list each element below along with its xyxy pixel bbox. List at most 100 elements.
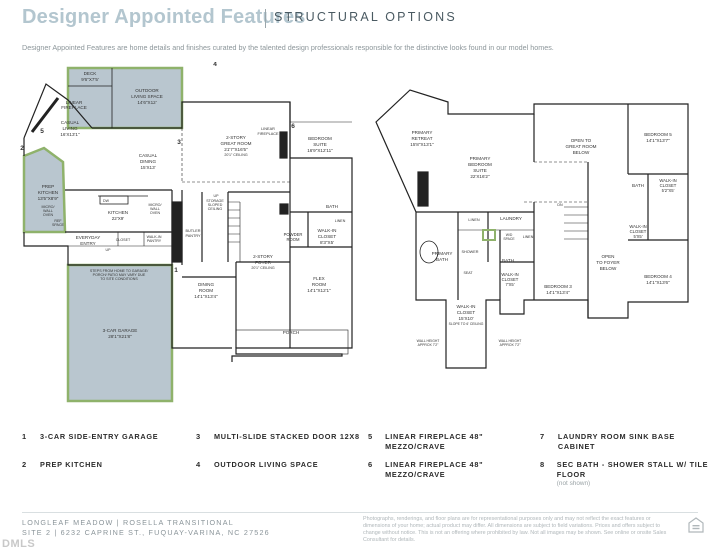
legend-note: (not shown) [556, 480, 591, 487]
label-wall-height-b: WALL HEIGHT [499, 339, 522, 343]
marker-3: 3 [177, 139, 181, 146]
svg-text:TO FOYER: TO FOYER [596, 260, 620, 265]
label-linen-left: LINEN [335, 219, 346, 223]
label-dining-room: DINING [198, 282, 215, 287]
label-up-entry: UP [106, 248, 112, 252]
label-steps-note: STEPS FROM HOME TO GARAGE/ [90, 269, 148, 273]
equal-housing-icon [688, 517, 704, 533]
svg-text:21'7"X16'5": 21'7"X16'5" [224, 147, 248, 152]
label-shower: SHOWER [461, 250, 478, 254]
legend-item-4: 4 OUTDOOR LIVING SPACE [196, 460, 319, 469]
floor-plans: DECK 9'6"X7'5' OUTDOOR LIVING SPACE 14'6… [18, 62, 708, 412]
svg-text:CLOSET: CLOSET [318, 234, 337, 239]
svg-text:SUITE: SUITE [313, 142, 327, 147]
watermark: DMLS [2, 538, 36, 550]
svg-text:14'1"X13'4": 14'1"X13'4" [546, 290, 570, 295]
label-bedroom5: BEDROOM 5 [644, 132, 672, 137]
label-butler-pantry: BUTLER [186, 229, 201, 233]
legend-item-6: 6 LINEAR FIREPLACE 48" MEZZO/CRAVE [368, 460, 484, 479]
svg-text:KITCHEN: KITCHEN [38, 190, 58, 195]
label-linen-right: LINEN [468, 218, 479, 222]
svg-text:LIVING SPACE: LIVING SPACE [131, 94, 163, 99]
label-walkin-right-a: WALK-IN [659, 178, 676, 183]
legend-item-3: 3 MULTI-SLIDE STACKED DOOR 12X8 [196, 432, 360, 441]
label-dw: DW [103, 199, 110, 203]
marker-5: 5 [40, 128, 44, 135]
svg-text:CLOSET: CLOSET [457, 310, 476, 315]
label-walkin-pantry: WALK-IN [147, 235, 162, 239]
svg-text:14'1"X12'1": 14'1"X12'1" [307, 288, 331, 293]
legend-item-8: 8 SEC BATH - SHOWER STALL W/ TILE FLOOR … [540, 460, 712, 489]
svg-text:14'6"X12': 14'6"X12' [137, 100, 156, 105]
svg-text:RETREAT: RETREAT [411, 136, 432, 141]
label-open-great-room: OPEN TO [571, 138, 592, 143]
svg-text:13'5"X8'9": 13'5"X8'9" [38, 196, 59, 201]
svg-text:WALL: WALL [150, 207, 160, 211]
label-bedroom3: BEDROOM 3 [544, 284, 572, 289]
legend-item-2: 2 PREP KITCHEN [22, 460, 103, 469]
svg-text:22'X9': 22'X9' [112, 216, 125, 221]
label-primary-suite: PRIMARY [470, 156, 491, 161]
svg-text:WALL: WALL [43, 209, 53, 213]
label-everyday-entry: EVERYDAY [76, 235, 101, 240]
svg-text:16'9"X12'11": 16'9"X12'11" [307, 148, 333, 153]
label-walkin-right-c: WALK-IN [501, 272, 518, 277]
garage-area [66, 263, 174, 403]
label-storage: STORAGE [206, 199, 224, 203]
floor-plans-svg: DECK 9'6"X7'5' OUTDOOR LIVING SPACE 14'6… [20, 62, 689, 403]
svg-text:22'X16'2": 22'X16'2" [470, 174, 490, 179]
label-powder-room: POWDER [284, 232, 303, 237]
svg-text:APPROX 7'2": APPROX 7'2" [500, 343, 521, 347]
svg-text:SLOPE TO 6' CEILING: SLOPE TO 6' CEILING [449, 322, 484, 326]
svg-text:ROOM: ROOM [286, 237, 300, 242]
svg-text:15'X10': 15'X10' [458, 316, 473, 321]
footer-address: LONGLEAF MEADOW | ROSELLA TRANSITIONAL S… [22, 518, 270, 537]
svg-text:FIREPLACE: FIREPLACE [61, 105, 87, 110]
label-linen-right-b: LINEN [523, 235, 534, 239]
svg-text:PORCH/ PATIO MAY VARY DUE: PORCH/ PATIO MAY VARY DUE [93, 273, 146, 277]
label-outdoor-living: OUTDOOR [135, 88, 159, 93]
svg-text:15'X13': 15'X13' [140, 165, 155, 170]
page-description: Designer Appointed Features are home det… [22, 43, 554, 52]
label-laundry: LAUNDRY [500, 216, 522, 221]
label-ref-space: REF [54, 219, 62, 223]
label-garage: 3-CAR GARAGE [103, 328, 138, 333]
marker-2: 2 [20, 145, 24, 152]
label-wd-space: W/D [506, 233, 513, 237]
label-bath-right-a: BATH [632, 183, 644, 188]
footer-divider [22, 512, 698, 513]
label-primary-bath: PRIMARY [432, 251, 453, 256]
svg-text:14'1"X13'6": 14'1"X13'6" [646, 280, 670, 285]
label-bedroom4: BEDROOM 4 [644, 274, 672, 279]
svg-text:7'X5': 7'X5' [505, 282, 514, 287]
svg-text:SPACE: SPACE [52, 223, 65, 227]
label-flex-room: FLEX [313, 276, 325, 281]
svg-text:BELOW: BELOW [573, 150, 590, 155]
header: Designer Appointed Features STRUCTURAL O… [22, 6, 712, 58]
page-title: Designer Appointed Features [22, 6, 306, 28]
svg-text:14'1"X13'4": 14'1"X13'4" [194, 294, 218, 299]
label-bedroom-suite: BEDROOM [308, 136, 332, 141]
svg-text:5'X5': 5'X5' [633, 234, 642, 239]
svg-text:8'3"X5': 8'3"X5' [320, 240, 334, 245]
svg-text:FOYER: FOYER [255, 260, 272, 265]
label-kitchen-micro: MICRO/ [149, 203, 162, 207]
label-foyer: 2-STORY [253, 254, 273, 259]
svg-text:SUITE: SUITE [473, 168, 487, 173]
label-up-left: UP [214, 194, 220, 198]
svg-text:14'1"X13'7": 14'1"X13'7" [646, 138, 670, 143]
marker-4: 4 [213, 62, 217, 68]
svg-text:ROOM: ROOM [199, 288, 213, 293]
svg-text:BELOW: BELOW [600, 266, 617, 271]
svg-text:PANTRY: PANTRY [185, 234, 201, 238]
svg-text:CEILING: CEILING [208, 207, 223, 211]
label-primary-retreat: PRIMARY [412, 130, 433, 135]
linear-fireplace-b [279, 131, 288, 159]
label-closet: CLOSET [116, 238, 131, 242]
svg-text:TO SITE CONDITIONS: TO SITE CONDITIONS [100, 277, 138, 281]
label-casual-living: CASUAL [61, 120, 80, 125]
svg-text:ROOM: ROOM [312, 282, 326, 287]
label-walkin-closet-left: WALK-IN [318, 228, 337, 233]
svg-text:BEDROOM: BEDROOM [468, 162, 492, 167]
svg-text:BATH: BATH [436, 257, 448, 262]
